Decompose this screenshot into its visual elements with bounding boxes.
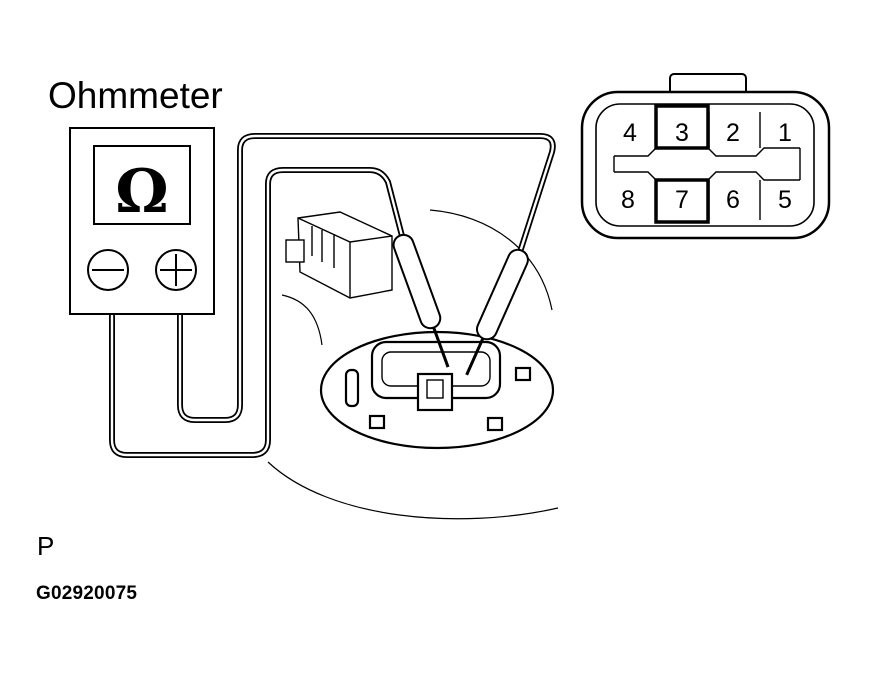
pin-label: 2	[726, 119, 740, 147]
harness-curve	[281, 294, 323, 346]
vent-post	[344, 368, 360, 408]
pin-label: 5	[778, 186, 792, 214]
probes	[392, 233, 529, 376]
lower-arc	[267, 461, 559, 520]
mount-stud-bottom	[486, 416, 504, 432]
figure-code: G02920075	[36, 583, 138, 604]
latch-slot	[426, 379, 444, 399]
pump-connector-latch	[416, 372, 454, 412]
upper-arc	[429, 209, 553, 311]
ohmmeter: Ω	[69, 127, 215, 315]
connector-pinout	[580, 73, 831, 240]
harness-tab	[285, 239, 305, 263]
pin-7-highlight	[654, 178, 710, 224]
pin-label: 4	[623, 119, 637, 147]
ohmmeter-display	[93, 145, 191, 225]
pump-outline-arcs	[267, 209, 559, 520]
negative-probe	[392, 233, 450, 368]
positive-probe	[465, 248, 529, 376]
pin-label: 1	[778, 119, 792, 147]
pin-3-highlight	[654, 104, 710, 150]
pin-label: 3	[675, 119, 689, 147]
diagram-title: Ohmmeter	[48, 75, 223, 116]
pin-label: 7	[675, 186, 689, 214]
connector-inner-outline	[595, 103, 815, 227]
pin-label: 6	[726, 186, 740, 214]
mount-stud-left	[368, 414, 386, 430]
harness-ribs	[311, 226, 335, 268]
pump-base	[319, 330, 555, 450]
harness-connector	[285, 211, 393, 299]
mount-stud-right	[514, 366, 532, 382]
ohm-symbol: Ω	[115, 157, 168, 227]
pin-labels: 4 3 2 1 8 7 6 5	[621, 119, 792, 214]
pin-label: 8	[621, 186, 635, 214]
connector-outline	[580, 90, 831, 240]
test-leads	[109, 133, 556, 458]
reference-letter: P	[37, 531, 55, 561]
